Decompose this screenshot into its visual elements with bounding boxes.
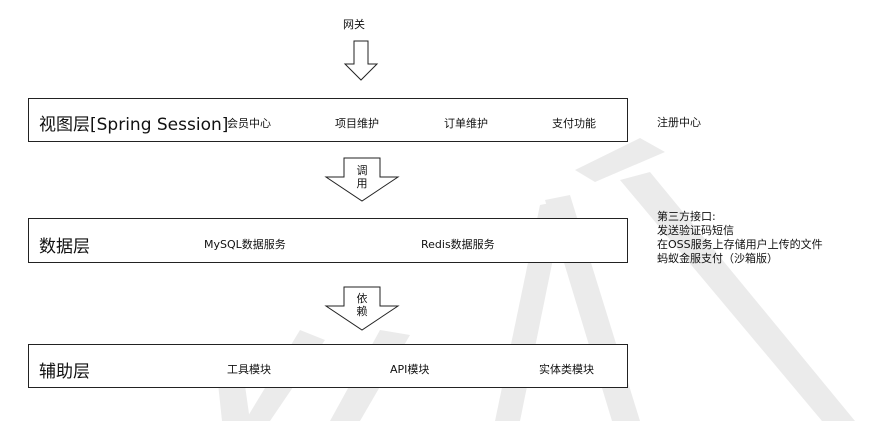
- registry-center-label: 注册中心: [657, 116, 701, 129]
- gateway-down-arrow: [343, 40, 379, 81]
- support-layer-box: 辅助层 工具模块 API模块 实体类模块: [28, 344, 628, 388]
- depend-char-1: 依: [356, 292, 368, 305]
- third-party-oss: 在OSS服务上存储用户上传的文件: [657, 238, 823, 251]
- module-tools: 工具模块: [227, 363, 271, 376]
- view-layer-box: 视图层[Spring Session] 会员中心 项目维护 订单维护 支付功能: [28, 98, 628, 142]
- module-mysql-service: MySQL数据服务: [204, 238, 286, 251]
- third-party-title: 第三方接口:: [657, 210, 716, 223]
- call-down-arrow: [324, 157, 400, 202]
- depend-down-arrow: [324, 286, 400, 331]
- data-layer-title: 数据层: [39, 237, 90, 257]
- module-entities: 实体类模块: [539, 363, 594, 376]
- view-layer-title: 视图层[Spring Session]: [39, 115, 229, 135]
- module-api: API模块: [390, 363, 430, 376]
- module-redis-service: Redis数据服务: [421, 238, 495, 251]
- third-party-sms: 发送验证码短信: [657, 224, 734, 237]
- support-layer-title: 辅助层: [39, 362, 90, 382]
- data-layer-box: 数据层 MySQL数据服务 Redis数据服务: [28, 218, 628, 263]
- module-member-center: 会员中心: [227, 117, 271, 130]
- call-char-1: 调: [356, 164, 368, 177]
- depend-char-2: 赖: [356, 305, 368, 318]
- gateway-label: 网关: [343, 18, 365, 31]
- module-payment: 支付功能: [552, 117, 596, 130]
- depend-arrow-label: 依 赖: [352, 292, 372, 318]
- module-project-maintenance: 项目维护: [335, 117, 379, 130]
- third-party-alipay: 蚂蚁金服支付（沙箱版）: [657, 252, 778, 265]
- call-arrow-label: 调 用: [352, 164, 372, 190]
- third-party-notes: 第三方接口: 发送验证码短信 在OSS服务上存储用户上传的文件 蚂蚁金服支付（沙…: [657, 210, 823, 266]
- call-char-2: 用: [356, 177, 368, 190]
- module-order-maintenance: 订单维护: [444, 117, 488, 130]
